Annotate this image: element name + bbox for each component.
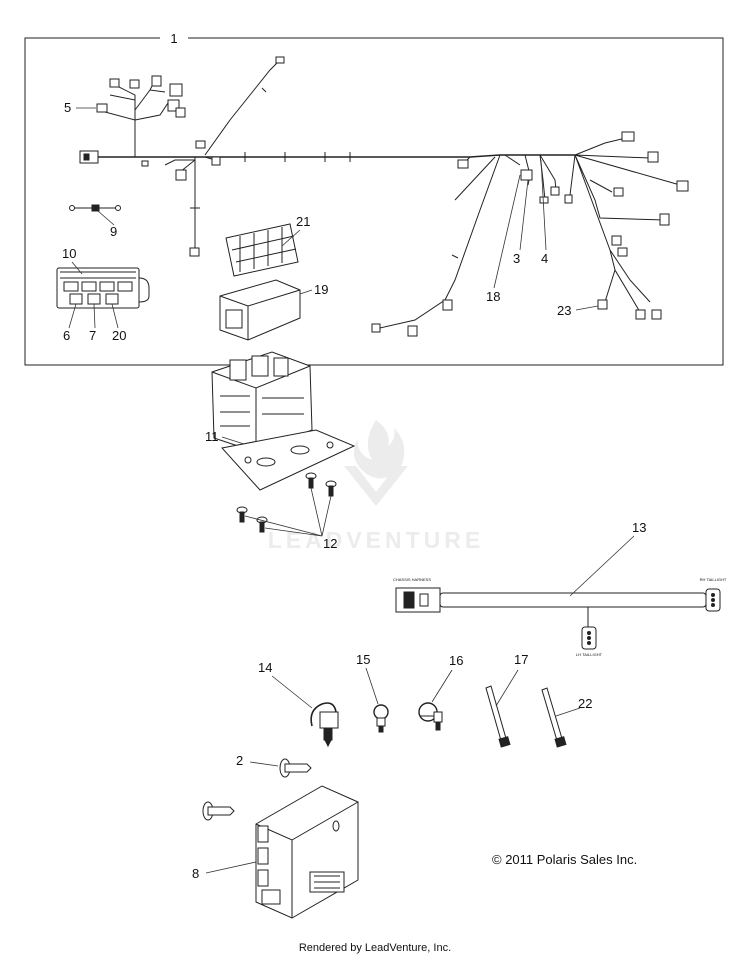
callout-15[interactable]: 15 xyxy=(356,652,370,667)
callout-17[interactable]: 17 xyxy=(514,652,528,667)
item-17-cable-tie[interactable] xyxy=(485,685,511,748)
copyright-text: © 2011 Polaris Sales Inc. xyxy=(492,852,637,867)
assembly-frame xyxy=(24,37,724,366)
watermark-logo-icon xyxy=(344,420,408,506)
callout-7[interactable]: 7 xyxy=(89,328,96,343)
callout-5[interactable]: 5 xyxy=(64,100,71,115)
callout-13[interactable]: 13 xyxy=(632,520,646,535)
item-21-label-sheet[interactable] xyxy=(225,223,299,277)
item-2-rivets[interactable] xyxy=(202,758,312,821)
callout-3[interactable]: 3 xyxy=(513,251,520,266)
callout-11[interactable]: 11 xyxy=(205,429,219,444)
wiring-harness[interactable] xyxy=(79,56,689,337)
callout-8[interactable]: 8 xyxy=(192,866,199,881)
item-15-clip[interactable] xyxy=(373,704,389,733)
callout-23[interactable]: 23 xyxy=(557,303,571,318)
item-14-clip[interactable] xyxy=(310,702,339,748)
callout-14[interactable]: 14 xyxy=(258,660,272,675)
label-lh-taillight: LH TAILLIGHT xyxy=(576,652,603,657)
callout-22[interactable]: 22 xyxy=(578,696,592,711)
item-9-lead[interactable] xyxy=(69,204,121,212)
callout-16[interactable]: 16 xyxy=(449,653,463,668)
callout-9[interactable]: 9 xyxy=(110,224,117,239)
item-11-bracket[interactable] xyxy=(221,429,356,491)
callout-10[interactable]: 10 xyxy=(62,246,76,261)
callout-19[interactable]: 19 xyxy=(314,282,328,297)
callout-21[interactable]: 21 xyxy=(296,214,310,229)
relay-box-base[interactable] xyxy=(211,351,313,453)
item-16-clip[interactable] xyxy=(418,702,443,731)
item-22-cable-tie[interactable] xyxy=(541,687,567,748)
label-rh-taillight: RH TAILLIGHT xyxy=(700,577,727,582)
callout-1[interactable]: 1 xyxy=(170,31,177,46)
watermark-text: LEADVENTURE xyxy=(268,527,485,553)
callout-18[interactable]: 18 xyxy=(486,289,500,304)
callout-12[interactable]: 12 xyxy=(323,536,337,551)
callout-20[interactable]: 20 xyxy=(112,328,126,343)
callout-6[interactable]: 6 xyxy=(63,328,70,343)
footer-text: Rendered by LeadVenture, Inc. xyxy=(299,942,451,954)
item-10-fuse-block[interactable] xyxy=(56,267,150,309)
item-8-control-module[interactable] xyxy=(255,785,359,919)
callouts: 5 9 10 6 7 20 21 19 3 4 18 23 11 12 13 1… xyxy=(62,100,646,881)
item-12-screws[interactable] xyxy=(236,472,337,533)
callout-4[interactable]: 4 xyxy=(541,251,548,266)
item-13-taillight-harness[interactable]: CHASSIS HARNESS RH TAILLIGHT LH TAILLIGH… xyxy=(393,577,727,657)
item-19-fuse-cover[interactable] xyxy=(219,279,301,341)
callout-2[interactable]: 2 xyxy=(236,753,243,768)
label-chassis-harness: CHASSIS HARNESS xyxy=(393,577,431,582)
